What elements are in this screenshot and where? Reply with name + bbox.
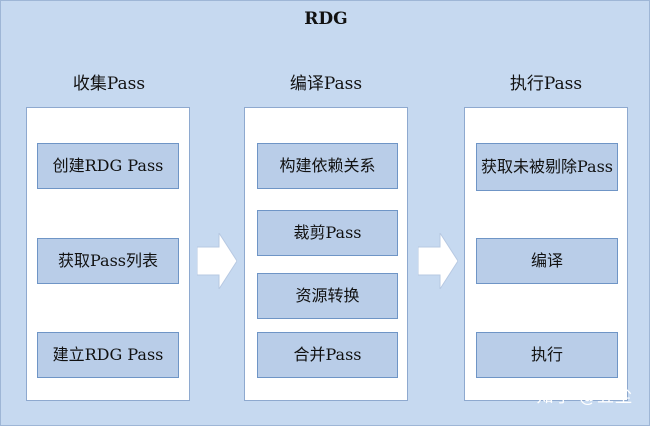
- step-get-unculled-pass: 获取未被剔除Pass: [476, 143, 618, 191]
- step-merge-pass: 合并Pass: [257, 332, 398, 378]
- column-title-compile: 编译Pass: [289, 74, 363, 94]
- collect-panel: 创建RDG Pass 获取Pass列表 建立RDG Pass: [26, 107, 190, 401]
- arrow-right-icon: [418, 233, 458, 289]
- compile-panel: 构建依赖关系 裁剪Pass 资源转换 合并Pass: [244, 107, 408, 401]
- step-compile: 编译: [476, 238, 618, 284]
- step-get-pass-list: 获取Pass列表: [37, 238, 179, 284]
- column-title-collect: 收集Pass: [72, 74, 146, 94]
- step-resource-transition: 资源转换: [257, 273, 398, 319]
- diagram-title: RDG: [304, 9, 348, 29]
- step-build-dependencies: 构建依赖关系: [257, 143, 398, 189]
- step-execute: 执行: [476, 332, 618, 378]
- execute-panel: 获取未被剔除Pass 编译 执行: [464, 107, 628, 401]
- step-create-rdg-pass: 创建RDG Pass: [37, 143, 179, 189]
- arrow-right-icon: [197, 233, 237, 289]
- column-title-execute: 执行Pass: [509, 74, 583, 94]
- step-cull-pass: 裁剪Pass: [257, 210, 398, 256]
- step-setup-rdg-pass: 建立RDG Pass: [37, 332, 179, 378]
- watermark: 知乎 @五尘: [536, 387, 633, 407]
